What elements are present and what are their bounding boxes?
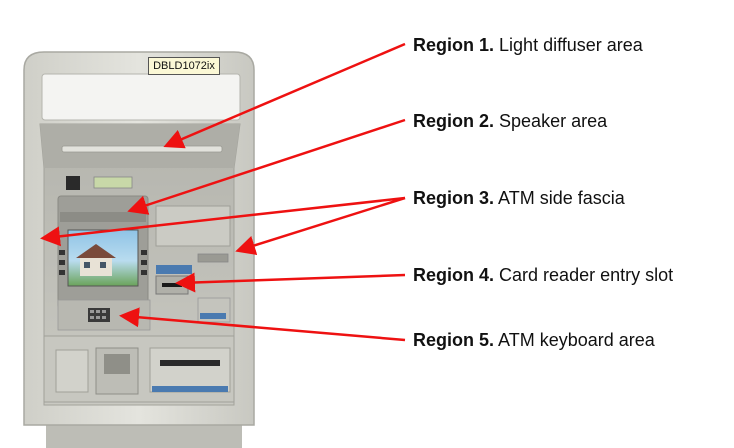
model-tag: DBLD1072ix — [148, 57, 220, 75]
callout-region-5-text: ATM keyboard area — [498, 330, 655, 350]
callout-region-5-id: Region 5. — [413, 330, 495, 350]
callout-arrows — [40, 42, 406, 342]
callout-region-4-id: Region 4. — [413, 265, 495, 285]
screen-key-r3 — [141, 270, 147, 275]
screen-key-r2 — [141, 260, 147, 265]
callout-region-4-text: Card reader entry slot — [499, 265, 674, 285]
deposit-slot-label — [200, 313, 226, 319]
screen-key-r1 — [141, 250, 147, 255]
callout-region-1-id: Region 1. — [413, 35, 495, 55]
arrow-region-3a — [40, 196, 406, 247]
lower-door-left — [55, 349, 89, 393]
callout-region-2-id: Region 2. — [413, 111, 495, 131]
arrow-region-2 — [127, 118, 406, 215]
callout-region-3-text: ATM side fascia — [498, 188, 625, 208]
house-window-b — [100, 262, 106, 268]
callout-region-3-id: Region 3. — [413, 188, 495, 208]
cash-dispenser-label — [152, 386, 228, 392]
screen-key-l3 — [59, 270, 65, 275]
callout-region-4: Region 4. Card reader entry slot — [413, 264, 673, 286]
camera-lens — [66, 176, 80, 190]
house-roof — [76, 244, 116, 258]
arrow-region-5 — [119, 307, 406, 342]
callout-region-2: Region 2. Speaker area — [413, 110, 607, 132]
callout-region-1-text: Light diffuser area — [499, 35, 643, 55]
light-diffuser — [41, 73, 241, 121]
house-window-a — [84, 262, 90, 268]
screen-hood — [60, 212, 146, 222]
side-fascia-slot — [197, 253, 229, 263]
speaker-bar — [61, 145, 223, 153]
indicator-panel — [93, 176, 133, 189]
screen-key-l2 — [59, 260, 65, 265]
callout-region-2-text: Speaker area — [499, 111, 608, 131]
arrow-region-1 — [163, 42, 406, 149]
arrow-region-3b — [235, 196, 406, 256]
cash-dispenser — [149, 347, 231, 393]
keypad-keys — [90, 310, 106, 319]
arrow-region-4 — [175, 272, 406, 293]
callout-region-5: Region 5. ATM keyboard area — [413, 329, 655, 351]
card-slot — [162, 283, 182, 287]
callout-region-3: Region 3. ATM side fascia — [413, 187, 625, 209]
screen-key-l1 — [59, 250, 65, 255]
card-reader-label — [156, 265, 192, 274]
callout-region-1: Region 1. Light diffuser area — [413, 34, 643, 56]
right-panel-upper — [155, 205, 231, 247]
cash-slot — [160, 360, 220, 366]
receipt-chute-opening — [104, 354, 130, 374]
